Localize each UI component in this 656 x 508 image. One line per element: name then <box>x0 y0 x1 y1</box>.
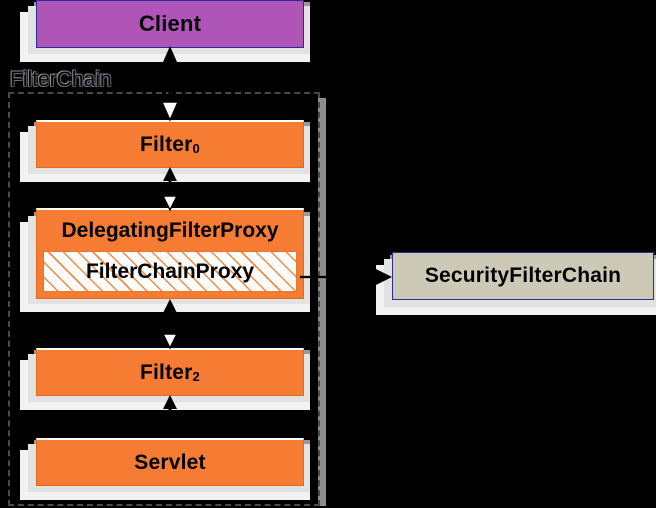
node-filter0-label: Filter <box>140 132 193 156</box>
filterchain-container <box>8 92 320 506</box>
node-security-filter-chain-label: SecurityFilterChain <box>424 264 622 287</box>
node-filter0-subscript: 0 <box>192 141 200 157</box>
node-delegating-filter-proxy-label: DelegatingFilterProxy <box>61 218 279 242</box>
node-filter2-label: Filter <box>140 360 193 384</box>
filterchain-label: FilterChain <box>10 68 112 91</box>
node-client-label: Client <box>138 11 202 36</box>
edge-fcp-securitychain <box>300 268 392 286</box>
node-delegating-filter-proxy[interactable]: DelegatingFilterProxy FilterChainProxy <box>36 208 304 299</box>
edge-filter2-servlet <box>163 395 177 438</box>
node-servlet[interactable]: Servlet <box>36 438 304 486</box>
edge-filter0-client <box>160 46 180 122</box>
node-filter-chain-proxy[interactable]: FilterChainProxy <box>43 251 297 292</box>
node-filter2-subscript: 2 <box>192 369 200 385</box>
edge-dfp-filter2 <box>161 299 179 350</box>
filterchain-container-shadow <box>318 98 326 506</box>
node-client[interactable]: Client <box>36 0 304 48</box>
node-filter-chain-proxy-label: FilterChainProxy <box>85 259 255 283</box>
node-servlet-label: Servlet <box>134 450 206 474</box>
node-security-filter-chain[interactable]: SecurityFilterChain <box>392 252 654 300</box>
edge-filter0-dfp <box>161 167 179 212</box>
